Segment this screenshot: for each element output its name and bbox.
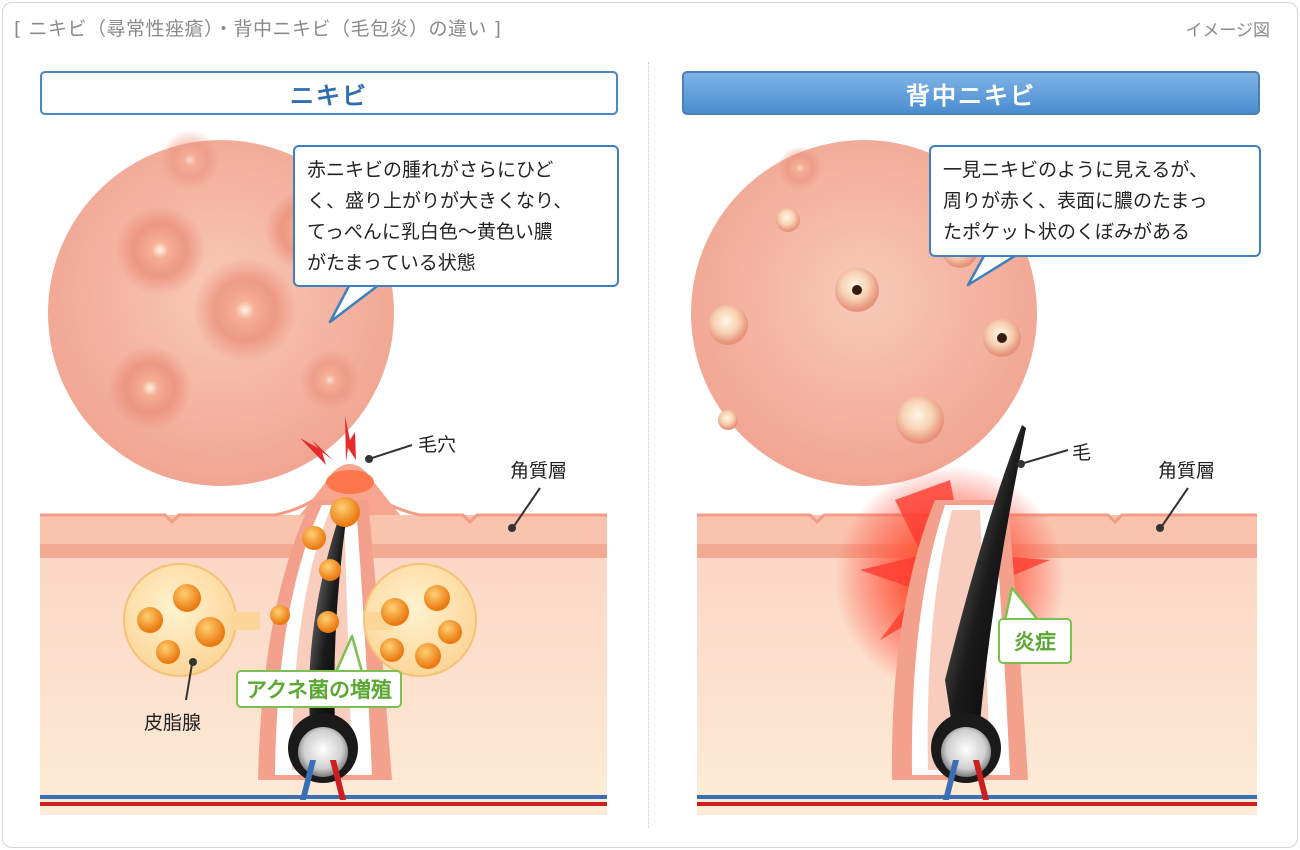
right-panel-title: 背中ニキビ (682, 71, 1260, 115)
hair-label: 毛 (1072, 442, 1092, 464)
inflammation-label: 炎症 (998, 618, 1072, 664)
figure-title: [ ニキビ（尋常性痤瘡）・背中ニキビ（毛包炎）の違い ] (14, 18, 502, 40)
panel-divider (648, 62, 649, 828)
right-callout-line: 一見ニキビのように見えるが、 (943, 159, 1209, 181)
left-callout: 赤ニキビの腫れがさらにひど く、盛り上がりが大きくなり、 てっぺんに乳白色～黄色… (293, 145, 619, 287)
left-callout-line: く、盛り上がりが大きくなり、 (307, 190, 573, 212)
right-stratum-label: 角質層 (1158, 460, 1216, 482)
left-callout-line: がたまっている状態 (307, 252, 476, 274)
sebaceous-gland-label: 皮脂腺 (144, 712, 202, 734)
right-callout-line: たポケット状のくぼみがある (943, 221, 1191, 243)
right-callout: 一見ニキビのように見えるが、 周りが赤く、表面に膿のたまっ たポケット状のくぼみ… (929, 145, 1261, 257)
left-stratum-label: 角質層 (510, 460, 568, 482)
acne-bacteria (137, 497, 462, 669)
left-callout-line: 赤ニキビの腫れがさらにひど (307, 159, 554, 181)
left-callout-line: てっぺんに乳白色～黄色い膿 (307, 221, 553, 243)
pore-label: 毛穴 (418, 434, 457, 456)
left-panel-title: ニキビ (40, 71, 618, 115)
right-callout-line: 周りが赤く、表面に膿のたまっ (943, 190, 1208, 212)
bacteria-growth-label: アクネ菌の増殖 (236, 670, 402, 708)
image-note: イメージ図 (1185, 21, 1270, 41)
